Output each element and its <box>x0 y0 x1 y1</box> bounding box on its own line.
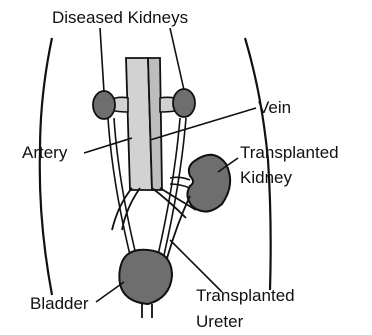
body-outline-right <box>245 38 271 290</box>
label-transplanted-kidney-line2: Kidney <box>240 168 292 188</box>
label-diseased-kidneys: Diseased Kidneys <box>52 8 188 28</box>
bladder <box>119 250 172 304</box>
diseased-kidney-right <box>173 89 195 117</box>
ureter-left <box>108 118 130 255</box>
diseased-kidney-left <box>93 91 115 119</box>
iliac-left-b <box>122 188 140 230</box>
leader-vein <box>150 108 256 140</box>
label-bladder: Bladder <box>30 294 89 314</box>
iliac-right <box>152 188 186 218</box>
transplanted-kidney <box>187 155 230 212</box>
leader-diseased-left <box>100 28 104 92</box>
leader-diseased-right <box>170 28 184 90</box>
leader-transplanted-ureter <box>170 240 222 292</box>
urethra <box>142 304 152 318</box>
body-outline-left <box>40 38 52 295</box>
leader-artery <box>84 138 132 153</box>
label-artery: Artery <box>22 143 67 163</box>
label-transplanted-ureter-line1: Transplanted <box>196 286 295 306</box>
label-transplanted-ureter-line2: Ureter <box>196 312 243 332</box>
label-vein: Vein <box>258 98 291 118</box>
label-transplanted-kidney-line1: Transplanted <box>240 143 339 163</box>
leader-bladder <box>96 282 124 302</box>
